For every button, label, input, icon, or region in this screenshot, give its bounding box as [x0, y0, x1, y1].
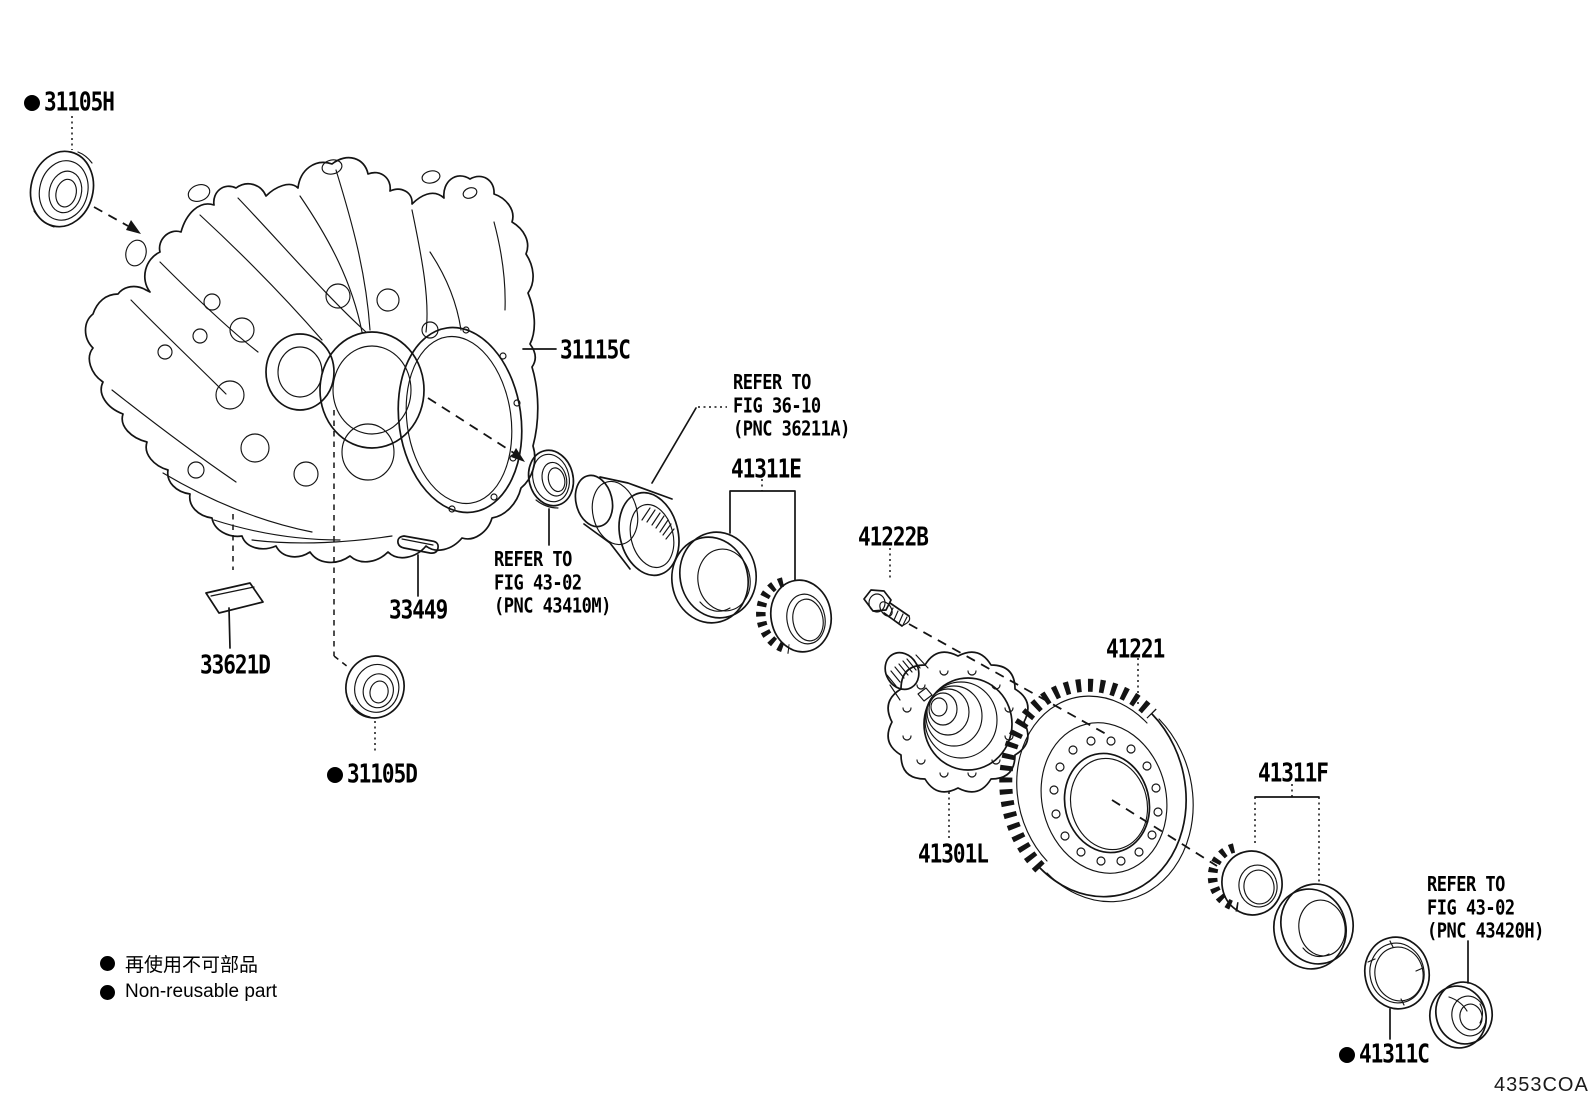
- figure-code: 4353COA: [1494, 1074, 1589, 1096]
- ref-line-1: REFER TO: [494, 547, 572, 573]
- legend-text-en: Non-reusable part: [125, 981, 278, 1002]
- part-label-33449: 33449: [389, 594, 448, 625]
- part-label-41222B: 41222B: [858, 521, 929, 552]
- legend-row-en: Non-reusable part: [100, 981, 277, 1003]
- bolt-41222b-drawing: [863, 548, 1107, 735]
- ref-line-3: (PNC 43410M): [494, 594, 611, 619]
- part-label-33621D: 33621D: [200, 649, 271, 680]
- part-number: 41311C: [1359, 1038, 1430, 1069]
- legend-row-jp: 再使用不可部品: [100, 950, 258, 977]
- ref-line-1: REFER TO: [733, 370, 811, 396]
- non-reusable-bullet: [24, 94, 40, 111]
- ref-line-3: (PNC 43420H): [1427, 919, 1544, 944]
- part-number: 41311E: [731, 453, 802, 484]
- part-label-41311C: 41311C: [1339, 1038, 1430, 1069]
- part-number: 31115C: [560, 334, 631, 365]
- part-number: 33449: [389, 594, 448, 625]
- ref-line-2: FIG 36-10: [733, 393, 821, 419]
- part-number: 31105D: [347, 758, 418, 789]
- part-number: 41311F: [1258, 757, 1329, 788]
- part-number: 33621D: [200, 649, 271, 680]
- part-label-41311F: 41311F: [1258, 757, 1329, 788]
- bearing-41311e-drawing: [670, 479, 833, 654]
- part-label-31115C: 31115C: [560, 334, 631, 365]
- ref-label-fig43-02-43410m: REFER TO FIG 43-02 (PNC 43410M): [494, 547, 611, 619]
- non-reusable-bullet: [1339, 1046, 1355, 1063]
- bearing-41311f-drawing: [1207, 784, 1354, 970]
- ref-line-2: FIG 43-02: [1427, 895, 1515, 921]
- part-label-31105D: 31105D: [327, 758, 418, 789]
- part-label-41221: 41221: [1106, 633, 1165, 664]
- ring-gear-41221-drawing: [999, 658, 1218, 903]
- oil-seal-43410m-drawing: [527, 449, 575, 546]
- non-reusable-bullet: [100, 984, 115, 1000]
- differential-case-41301l-drawing: [884, 651, 1029, 840]
- ref-line-2: FIG 43-02: [494, 570, 582, 596]
- gasket-33621d-drawing: [205, 582, 264, 649]
- legend-text-jp: 再使用不可部品: [125, 955, 259, 976]
- key-33449-drawing: [397, 535, 439, 597]
- part-number: 41301L: [918, 838, 989, 869]
- part-number: 41221: [1106, 633, 1165, 664]
- part-label-41301L: 41301L: [918, 838, 989, 869]
- sleeve-36211a-drawing: [574, 406, 727, 577]
- ref-label-fig36-10: REFER TO FIG 36-10 (PNC 36211A): [733, 370, 850, 442]
- ref-line-1: REFER TO: [1427, 872, 1505, 898]
- oil-seal-31105d-drawing: [345, 655, 405, 752]
- part-label-31105H: 31105H: [24, 86, 115, 117]
- shim-41311c-drawing: [1363, 936, 1431, 1040]
- oil-seal-31105h-drawing: [29, 116, 141, 234]
- non-reusable-bullet: [100, 956, 115, 971]
- ref-label-fig43-02-43420h: REFER TO FIG 43-02 (PNC 43420H): [1427, 872, 1544, 944]
- part-number: 31105H: [44, 86, 115, 117]
- part-number: 41222B: [858, 521, 929, 552]
- transaxle-case-drawing: [84, 156, 557, 668]
- ref-line-3: (PNC 36211A): [733, 417, 850, 442]
- oil-seal-43420h-drawing: [1429, 940, 1493, 1049]
- non-reusable-bullet: [327, 766, 343, 783]
- part-label-41311E: 41311E: [731, 453, 802, 484]
